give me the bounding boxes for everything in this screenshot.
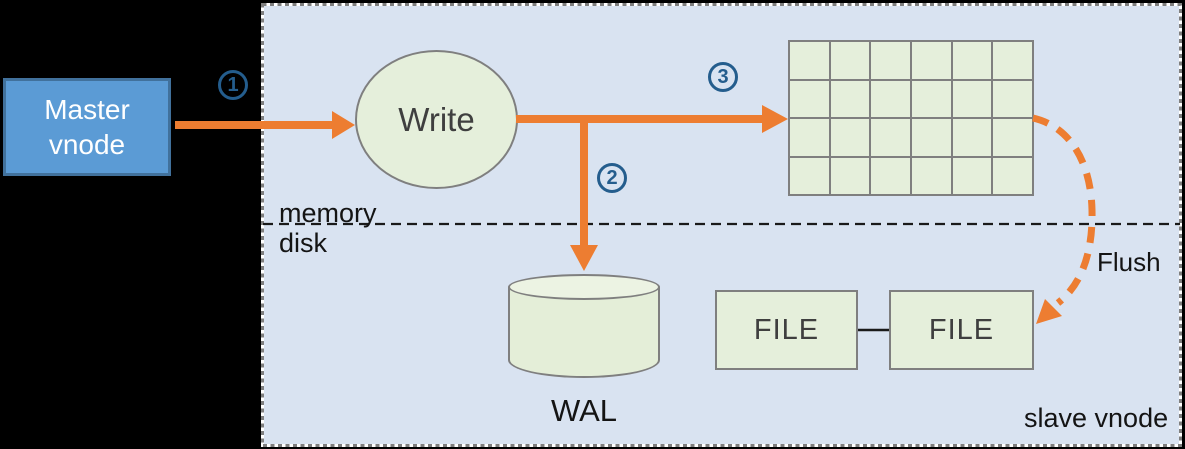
memtable-cell <box>952 80 992 117</box>
memtable-cell <box>952 42 992 79</box>
memtable-cell <box>830 119 870 156</box>
slave-vnode-label: slave vnode <box>1024 403 1169 433</box>
master-vnode-label-line1: Master <box>44 94 130 125</box>
memtable-cell <box>912 80 951 117</box>
memtable-cell <box>993 119 1032 156</box>
memtable-cell <box>952 119 992 156</box>
memtable-cell <box>952 157 992 194</box>
master-vnode-label-line2: vnode <box>48 129 126 160</box>
memtable-cell <box>790 42 829 79</box>
memtable-cell <box>790 157 829 194</box>
step-2-number: 2 <box>606 166 618 189</box>
file-box-1: FILE <box>715 290 858 370</box>
step-3-number: 3 <box>717 65 729 88</box>
master-vnode-box: Master vnode <box>3 78 171 176</box>
memtable-cell <box>790 80 829 117</box>
write-label: Write <box>398 100 475 138</box>
memtable-cell <box>993 157 1032 194</box>
wal-cylinder <box>508 274 660 378</box>
memtable-cell <box>830 42 870 79</box>
disk-label: disk <box>279 228 328 258</box>
memtable-cell <box>790 119 829 156</box>
write-circle: Write <box>355 50 518 189</box>
file-box-1-label: FILE <box>753 313 820 346</box>
step-3-badge: 3 <box>708 62 738 92</box>
memtable-cell <box>993 42 1032 79</box>
memtable-cell <box>871 157 910 194</box>
memtable-cell <box>912 157 951 194</box>
memtable-cell <box>912 42 951 79</box>
memtable-cell <box>871 80 910 117</box>
wal-cylinder-top <box>508 274 660 300</box>
memtable-cell <box>871 42 910 79</box>
memtable-cell <box>912 119 951 156</box>
memtable-cell <box>871 119 910 156</box>
memtable-cell <box>993 80 1032 117</box>
file-box-2-label: FILE <box>928 313 995 346</box>
file-box-2: FILE <box>889 290 1034 370</box>
step-2-badge: 2 <box>597 163 627 193</box>
wal-cylinder-body <box>508 287 660 378</box>
memory-label: memory <box>279 198 377 228</box>
step-1-number: 1 <box>227 73 239 96</box>
flush-label: Flush <box>1097 247 1161 277</box>
wal-label: WAL <box>550 393 618 428</box>
memtable-cell <box>830 157 870 194</box>
memtable-cell <box>830 80 870 117</box>
step-1-badge: 1 <box>218 70 248 100</box>
memtable-grid <box>788 40 1034 196</box>
